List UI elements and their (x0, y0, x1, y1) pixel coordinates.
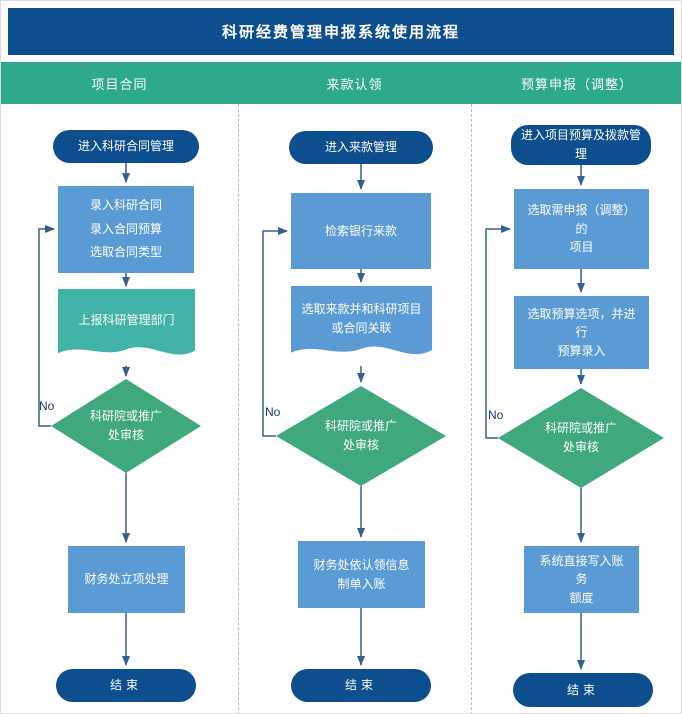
node-start-pill: 进入项目预算及拨款管 理 (511, 125, 651, 165)
document-label: 上报科研管理部门 (78, 313, 175, 328)
diagram-title: 科研经费管理申报系统使用流程 (221, 24, 460, 41)
node-process-rect: 选取预算选项，并进行 预算录入 (514, 296, 649, 369)
lane-header-project-contract: 项目合同 (91, 76, 148, 92)
lane-header-budget-declare: 预算申报（调整） (520, 76, 633, 92)
document-shape (291, 286, 432, 355)
node-document: 选取来款并和科研项目 或合同关联 (291, 286, 432, 366)
document-label: 选取来款并和科研项目 或合同关联 (301, 302, 422, 335)
node-process-rect: 选取需申报（调整）的 项目 (514, 189, 649, 269)
node-process-rect: 检索银行来款 (291, 193, 431, 269)
no-label: No (488, 408, 504, 422)
node-start-pill: 进入来款管理 (289, 131, 433, 164)
node-process-rect: 系统直接写入账务 额度 (524, 546, 639, 613)
node-end-pill: 结束 (513, 673, 653, 707)
document-shape (58, 289, 195, 355)
node-decision-diamond: 科研院或推广 处审核 (51, 379, 201, 473)
node-end-pill: 结束 (56, 669, 196, 702)
lane-header-band (1, 62, 681, 104)
lane-separator-1 (238, 104, 239, 713)
lane-header-payment-claim: 来款认领 (326, 76, 383, 92)
no-label: No (39, 399, 55, 413)
node-end-pill: 结束 (291, 669, 431, 702)
node-decision-diamond: 科研院或推广 处审核 (276, 386, 446, 486)
node-start-pill: 进入科研合同管理 (53, 130, 199, 163)
node-process-rect: 财务处立项处理 (68, 546, 185, 613)
node-process-rect: 财务处依认领信息 制单入账 (298, 541, 425, 608)
node-document: 上报科研管理部门 (58, 289, 195, 366)
lane-separator-2 (471, 104, 472, 713)
decision-label: 科研院或推广 处审核 (544, 421, 617, 454)
decision-label: 科研院或推广 处审核 (89, 409, 162, 442)
node-decision-diamond: 科研院或推广 处审核 (498, 388, 664, 488)
title-bar: 科研经费管理申报系统使用流程 (8, 8, 674, 55)
decision-label: 科研院或推广 处审核 (324, 419, 397, 452)
no-label: No (265, 405, 281, 419)
node-process-rect: 录入科研合同 录入合同预算 选取合同类型 (58, 186, 194, 273)
